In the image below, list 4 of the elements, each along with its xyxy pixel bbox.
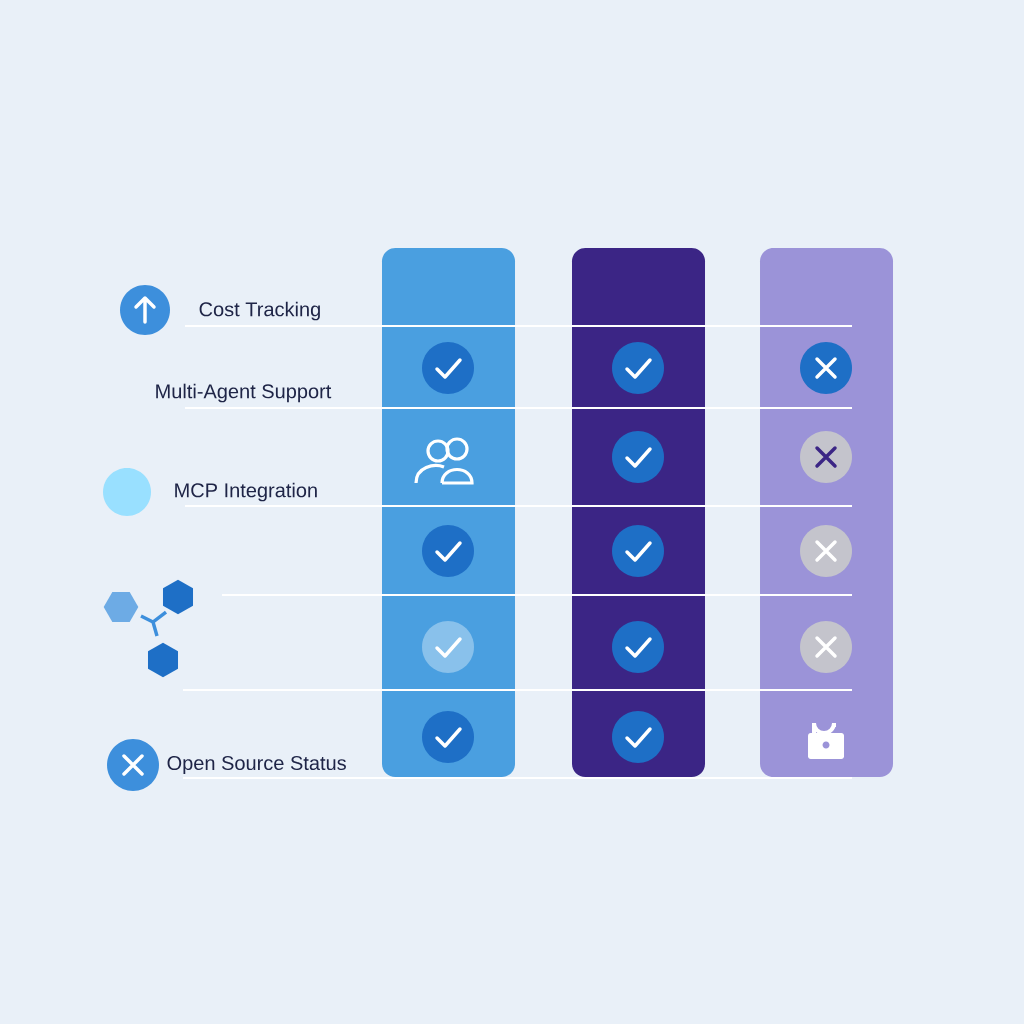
row-label: Multi-Agent Support [156,383,332,403]
row-label: Open Source Status [167,755,346,775]
row-label: MCP Integration [175,482,317,502]
row-label: Cost Tracking [199,301,320,321]
